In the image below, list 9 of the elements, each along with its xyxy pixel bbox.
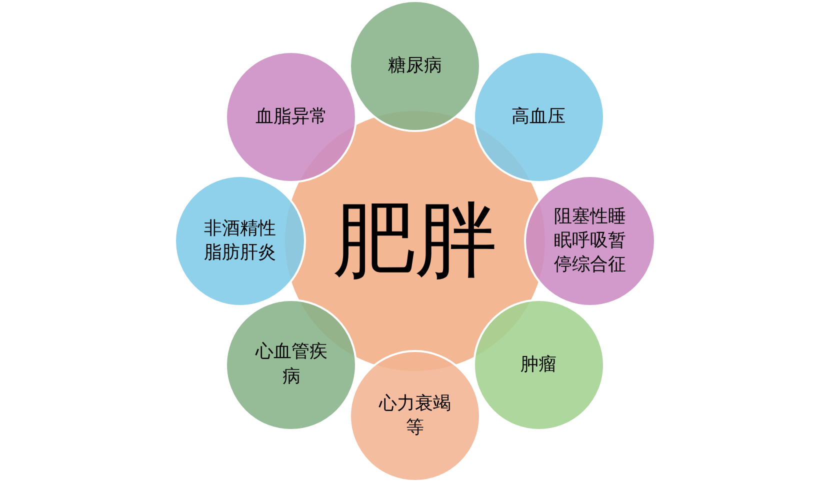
topic-label: 高血压: [512, 105, 566, 130]
topic-label: 心力衰竭等: [378, 392, 452, 440]
center-label: 肥胖: [333, 192, 497, 290]
topic-label: 非酒精性脂肪肝炎: [203, 216, 277, 265]
topic-label: 心血管疾病: [254, 340, 328, 389]
topic-label: 糖尿病: [388, 54, 442, 78]
topic-label: 阻塞性睡眠呼吸暂停综合征: [553, 204, 627, 278]
topic-label: 肿瘤: [520, 352, 557, 377]
topic-label: 血脂异常: [255, 105, 328, 130]
